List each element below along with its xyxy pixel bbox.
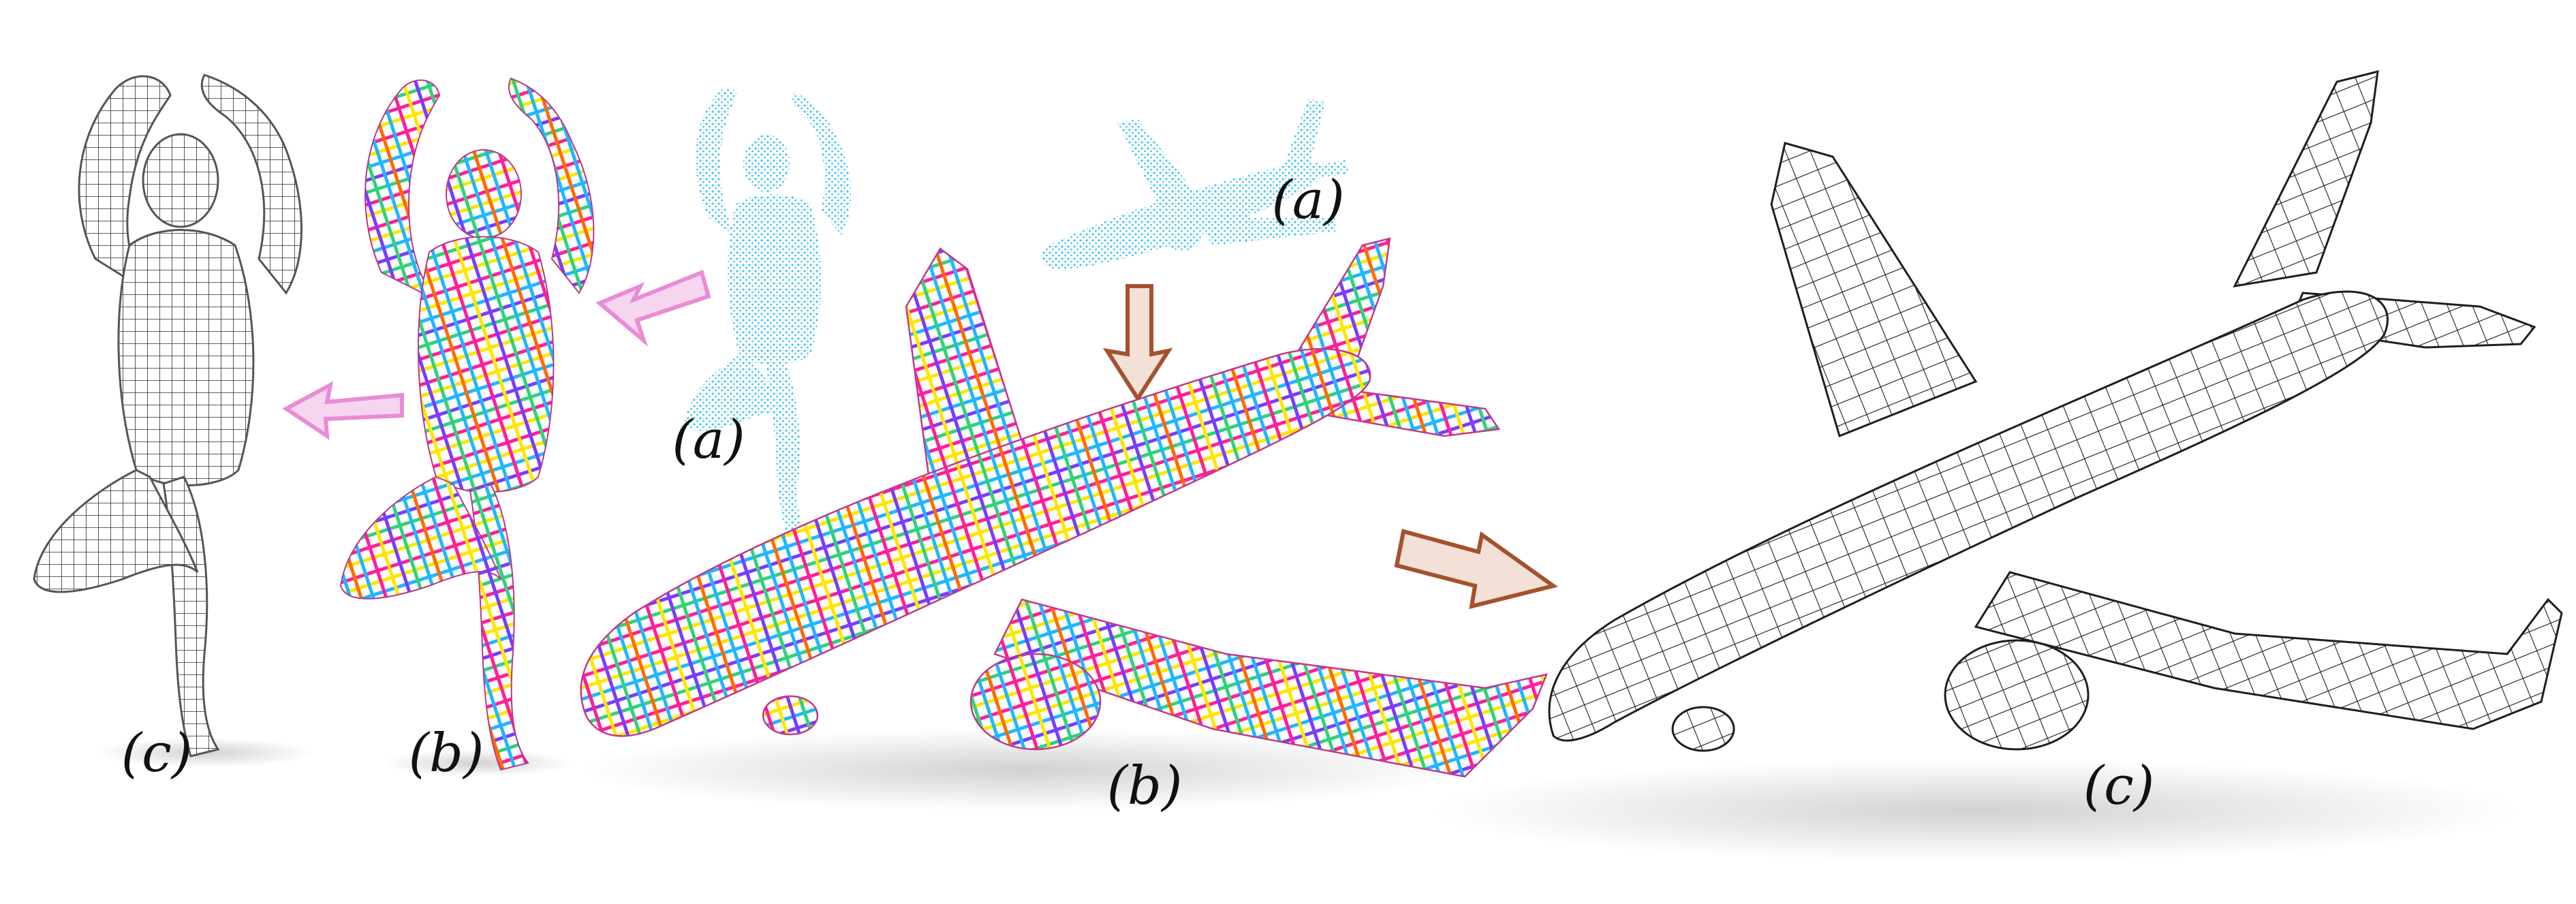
plane-arrow-a-to-b xyxy=(1102,284,1173,403)
label-plane-b: (b) xyxy=(1107,755,1183,817)
label-human-b: (b) xyxy=(409,723,484,784)
plane-quad-mesh xyxy=(1431,70,2563,862)
human-arrow-b-to-c xyxy=(282,381,404,440)
label-plane-c: (c) xyxy=(2083,755,2155,817)
plane-arrow-b-to-c xyxy=(1394,529,1559,610)
plane-cross-field xyxy=(579,237,1549,811)
human-cross-field xyxy=(339,77,595,777)
label-plane-a: (a) xyxy=(1271,170,1344,231)
plane-point-cloud xyxy=(1040,99,1349,270)
label-human-c: (c) xyxy=(121,723,193,784)
human-arrow-a-to-b xyxy=(595,269,711,347)
human-point-cloud xyxy=(685,87,851,535)
human-quad-mesh xyxy=(33,74,313,768)
label-human-a: (a) xyxy=(672,409,745,471)
